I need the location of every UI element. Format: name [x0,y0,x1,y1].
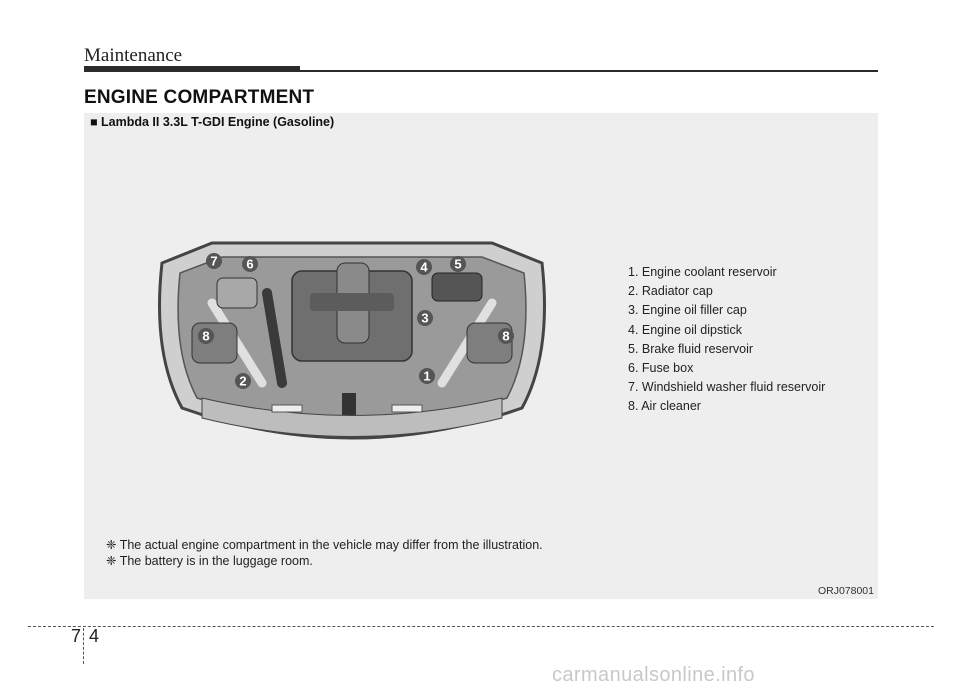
callout-5: 5 [450,256,466,272]
svg-text:1: 1 [423,369,430,384]
engine-compartment-illustration: 7 6 4 5 3 8 8 2 1 [158,241,546,440]
page-heading: ENGINE COMPARTMENT [84,87,315,108]
callout-4: 4 [416,259,432,275]
svg-text:8: 8 [202,329,209,344]
legend-item: 7. Windshield washer fluid reservoir [628,380,826,395]
legend-item: 3. Engine oil filler cap [628,303,747,318]
callout-8-left: 8 [198,328,214,344]
watermark-text: carmanualsonline.info [552,664,755,686]
legend-item: 2. Radiator cap [628,284,713,299]
svg-text:7: 7 [210,254,217,269]
section-title: Maintenance [84,45,183,66]
callout-3: 3 [417,310,433,326]
callout-8-right: 8 [498,328,514,344]
figure-notes: ❈ The actual engine compartment in the v… [106,537,543,569]
legend-item: 5. Brake fluid reservoir [628,341,754,356]
svg-text:2: 2 [239,374,246,389]
svg-text:4: 4 [420,260,428,275]
legend-item: 4. Engine oil dipstick [628,322,742,337]
page-chapter-number: 7 [71,626,82,646]
header-rule-thin [300,70,878,72]
note-line: ❈ The actual engine compartment in the v… [106,538,543,552]
callout-2: 2 [235,373,251,389]
legend-item: 6. Fuse box [628,361,694,376]
legend-item: 1. Engine coolant reservoir [628,265,777,279]
svg-text:8: 8 [502,329,509,344]
footer-rule [28,626,934,627]
figure-panel: ■ Lambda II 3.3L T-GDI Engine (Gasoline)… [84,113,878,599]
legend-item: 8. Air cleaner [628,399,701,414]
header-rule-thick [84,66,300,72]
callout-7: 7 [206,253,222,269]
svg-text:3: 3 [421,311,428,326]
note-line: ❈ The battery is in the luggage room. [106,554,313,568]
figure-caption: ■ Lambda II 3.3L T-GDI Engine (Gasoline) [90,115,335,129]
footer-divider [83,628,84,664]
svg-text:6: 6 [246,257,253,272]
figure-code: ORJ078001 [817,585,874,597]
page-number: 4 [89,626,100,646]
callout-1: 1 [419,368,435,384]
svg-text:5: 5 [454,257,461,272]
component-legend: 1. Engine coolant reservoir 2. Radiator … [628,263,825,417]
callout-6: 6 [242,256,258,272]
